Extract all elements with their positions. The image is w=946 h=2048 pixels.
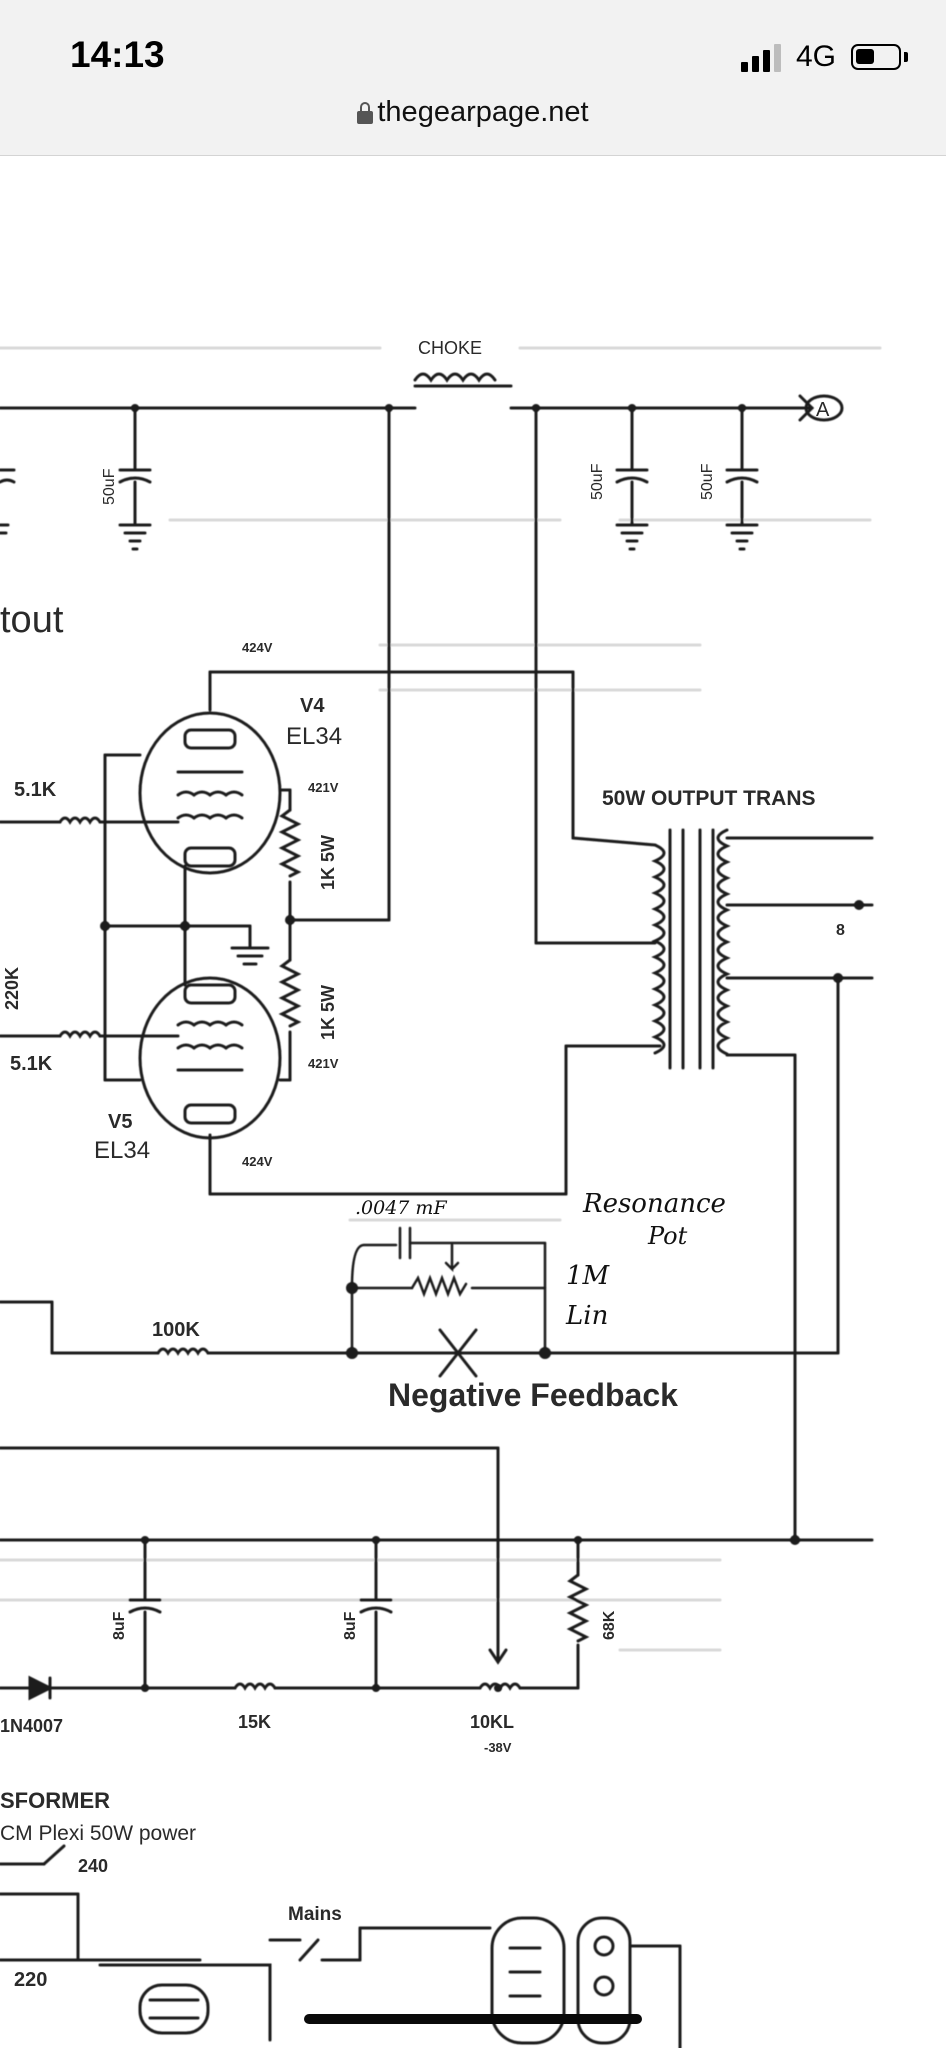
status-time: 14:13 (70, 34, 165, 75)
tap-8-label: 8 (836, 922, 845, 939)
handwritten-lin: Lin (565, 1301, 608, 1331)
voltage-421-bottom: 421V (308, 1056, 339, 1071)
cap-50uf-label: 50uF (589, 463, 606, 500)
diode-label: 1N4007 (0, 1716, 63, 1736)
cap-8uf-label: 8uF (342, 1611, 359, 1640)
resistor-15k: 15K (238, 1712, 271, 1732)
lock-icon (357, 101, 374, 124)
choke-label: CHOKE (418, 338, 482, 358)
cellular-signal-icon (741, 42, 783, 72)
cutout-fragment: tout (0, 599, 64, 641)
resistor-5k1-bottom: 5.1K (10, 1053, 53, 1075)
resistor-220k: 220K (2, 967, 22, 1010)
cap-8uf-label: 8uF (111, 1611, 128, 1640)
resistor-100k: 100K (152, 1319, 200, 1341)
handwritten-1m: 1M (566, 1261, 611, 1291)
bias-voltage: -38V (484, 1740, 512, 1755)
output-transformer-label: 50W OUTPUT TRANS (602, 787, 816, 810)
pot-10kl: 10KL (470, 1712, 514, 1732)
resistor-1k5w-bottom: 1K 5W (318, 985, 338, 1040)
resistor-68k: 68K (601, 1610, 618, 1640)
voltage-424-top: 424V (242, 640, 273, 655)
handwritten-pot: Pot (647, 1222, 688, 1250)
handwritten-resonance: Resonance (582, 1189, 726, 1219)
handwritten-cap-value: .0047 mF (355, 1197, 447, 1219)
battery-icon (851, 44, 901, 70)
v5-type: EL34 (94, 1137, 150, 1164)
network-type: 4G (796, 40, 837, 73)
url-text: thegearpage.net (377, 96, 589, 128)
v5-name: V5 (108, 1111, 132, 1133)
v4-type: EL34 (286, 723, 342, 750)
url-bar[interactable]: thegearpage.net (0, 96, 946, 140)
cap-50uf-label: 50uF (699, 463, 716, 500)
battery-tip (904, 52, 908, 62)
tap-220-label: 220 (14, 1969, 47, 1991)
mains-label: Mains (288, 1904, 342, 1925)
negative-feedback-label: Negative Feedback (388, 1377, 678, 1413)
v4-name: V4 (300, 695, 325, 717)
resistor-1k5w-top: 1K 5W (318, 835, 338, 890)
voltage-424-bottom: 424V (242, 1154, 273, 1169)
cap-50uf-label: 50uF (101, 468, 118, 505)
amplifier-schematic: CHOKE 50uF 50uF 50uF A tout 424V V4 EL34… (0, 338, 882, 2048)
resistor-5k1-top: 5.1K (14, 779, 57, 801)
page-content (0, 156, 946, 2048)
transformer-fragment: SFORMER (0, 1788, 110, 1813)
transformer-description: CM Plexi 50W power (0, 1822, 196, 1845)
home-indicator[interactable] (304, 2014, 642, 2024)
node-a-label: A (816, 399, 830, 421)
tap-240-label: 240 (78, 1856, 108, 1876)
browser-status-bar: 14:13 4G thegearpage.net (0, 0, 946, 156)
voltage-421-top: 421V (308, 780, 339, 795)
